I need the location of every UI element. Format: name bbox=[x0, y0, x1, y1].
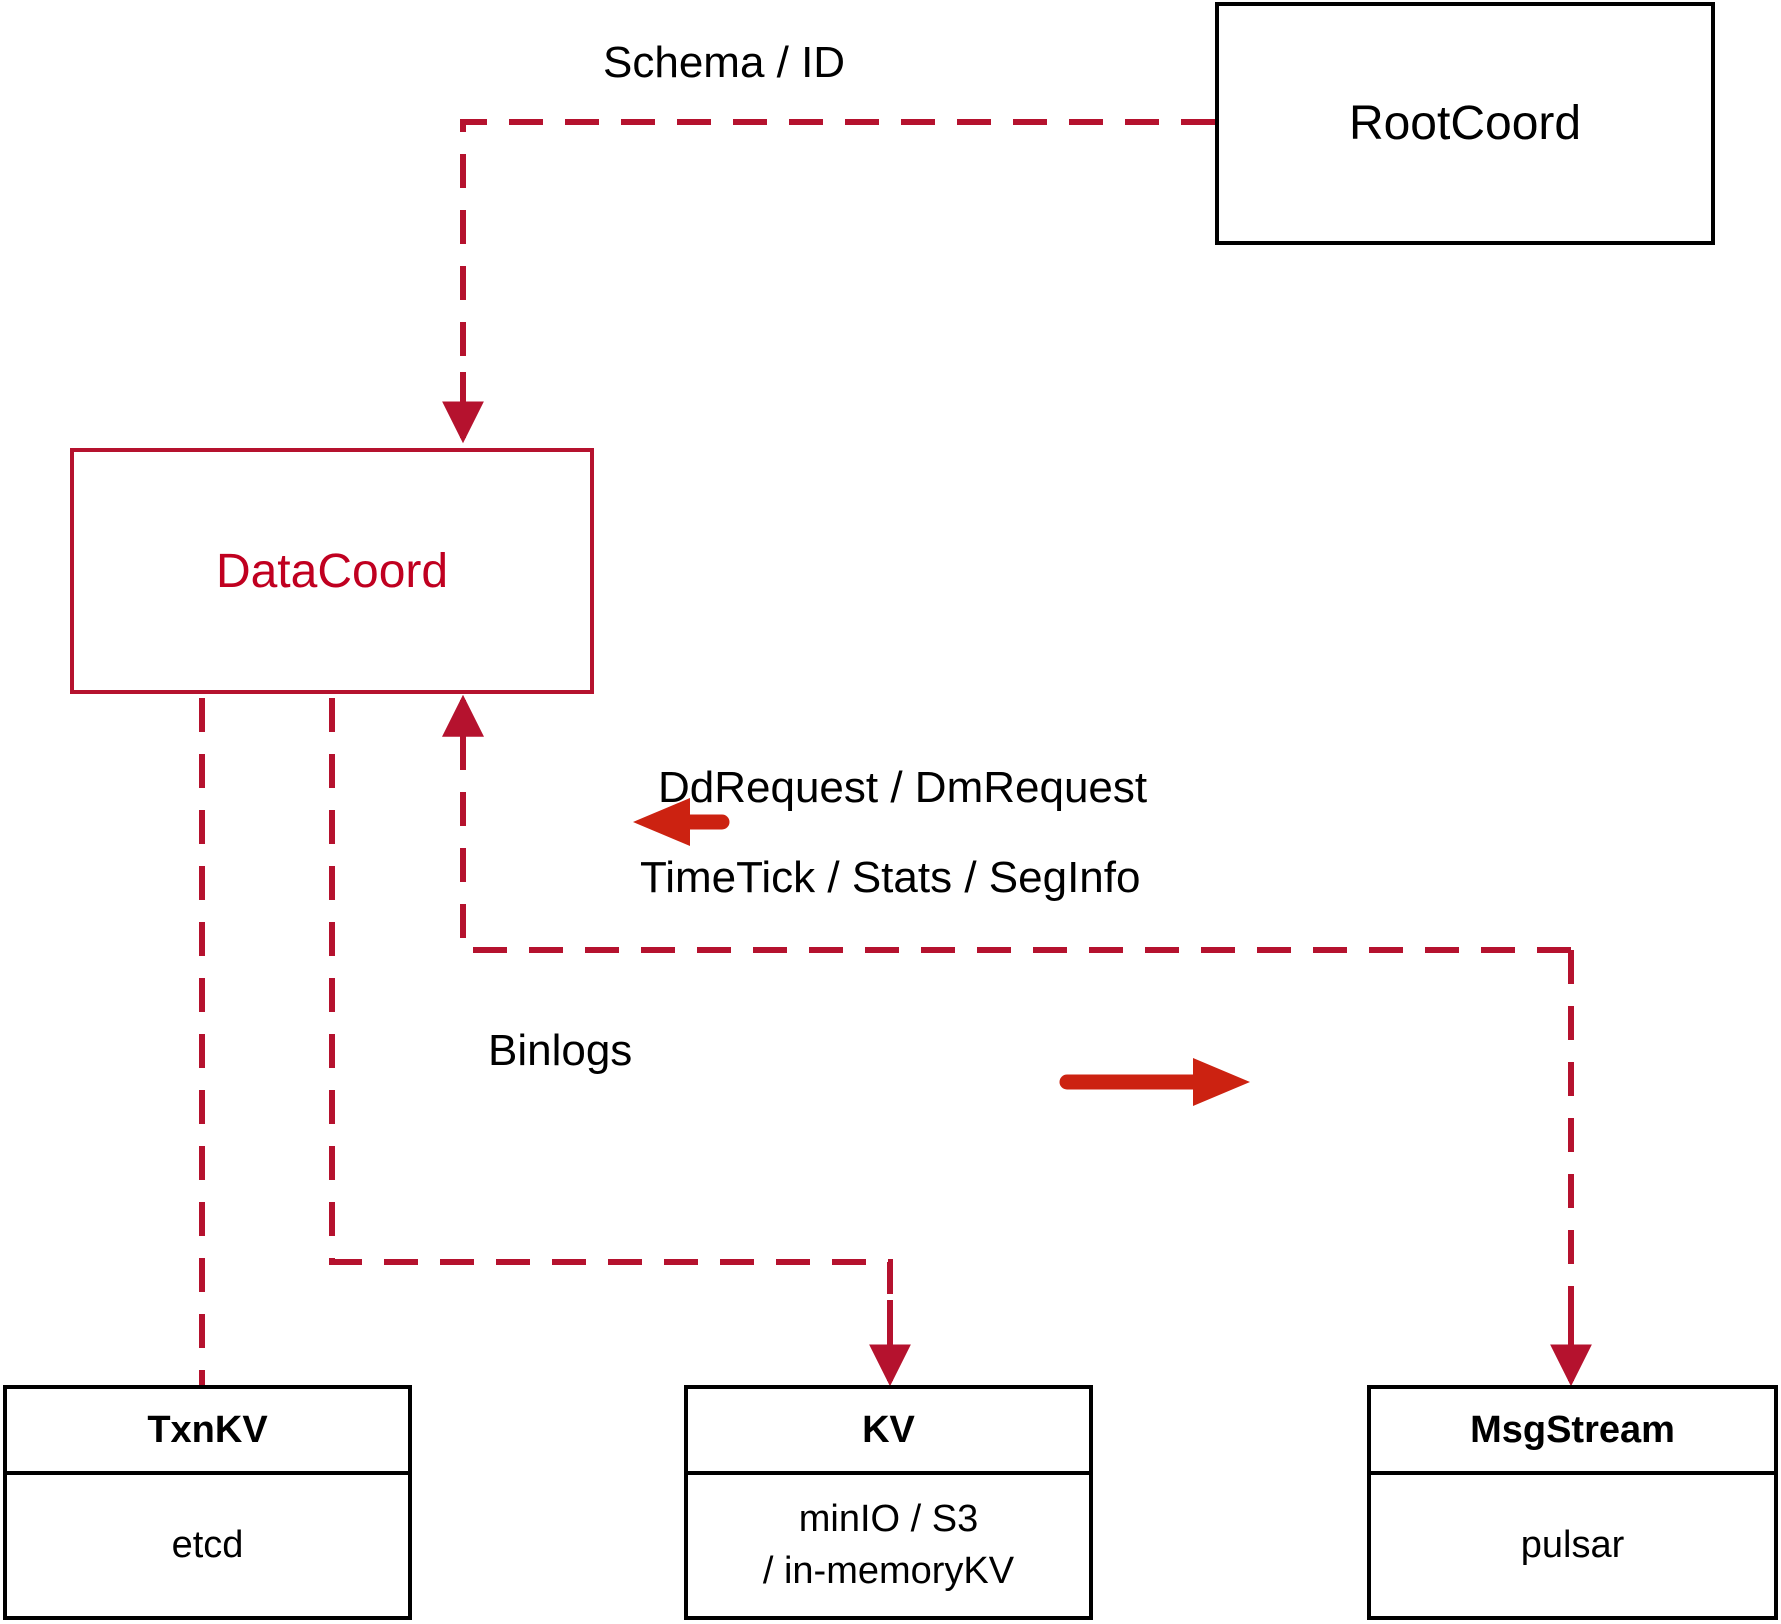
node-msgstream-divider bbox=[1371, 1471, 1774, 1475]
node-msgstream-impl: pulsar bbox=[1371, 1475, 1774, 1616]
node-rootcoord[interactable]: RootCoord bbox=[1215, 2, 1715, 245]
edge-label-dd-dm-request: DdRequest / DmRequest bbox=[658, 763, 1148, 812]
direction-arrow-left bbox=[633, 798, 730, 846]
node-txnkv-divider bbox=[7, 1471, 408, 1475]
node-msgstream[interactable]: MsgStream pulsar bbox=[1367, 1385, 1778, 1620]
edge-label-schema-id: Schema / ID bbox=[603, 38, 846, 87]
node-kv-impl-line2: / in-memoryKV bbox=[762, 1549, 1015, 1592]
node-rootcoord-label: RootCoord bbox=[1348, 97, 1582, 150]
node-datacoord[interactable]: DataCoord bbox=[70, 448, 594, 694]
edge-dd-dm-request bbox=[442, 694, 1571, 953]
edge-label-binlogs: Binlogs bbox=[488, 1026, 633, 1075]
node-kv-impl-line1: minIO / S3 bbox=[798, 1498, 979, 1541]
edge-schema-id bbox=[442, 119, 1215, 444]
node-txnkv[interactable]: TxnKV etcd bbox=[3, 1385, 412, 1620]
node-msgstream-impl-line1: pulsar bbox=[1520, 1523, 1625, 1566]
edge-binlogs bbox=[329, 698, 911, 1387]
node-kv[interactable]: KV minIO / S3 / in-memoryKV bbox=[684, 1385, 1093, 1620]
node-txnkv-impl-line1: etcd bbox=[171, 1523, 244, 1566]
node-kv-impl: minIO / S3 / in-memoryKV bbox=[688, 1475, 1089, 1616]
node-datacoord-label: DataCoord bbox=[215, 544, 449, 598]
node-kv-divider bbox=[688, 1471, 1089, 1475]
node-msgstream-label: MsgStream bbox=[1470, 1408, 1675, 1451]
direction-arrow-right bbox=[1059, 1058, 1250, 1106]
node-txnkv-impl: etcd bbox=[7, 1475, 408, 1616]
node-kv-label: KV bbox=[862, 1408, 915, 1451]
node-txnkv-label: TxnKV bbox=[147, 1408, 268, 1451]
edge-label-timetick-stats-seginfo: TimeTick / Stats / SegInfo bbox=[640, 853, 1141, 902]
